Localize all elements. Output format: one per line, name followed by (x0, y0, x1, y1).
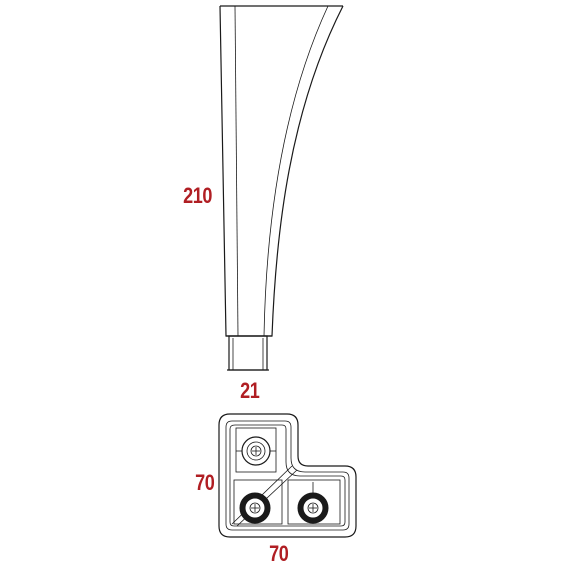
plate-depth-label: 70 (195, 470, 215, 495)
plate-width-label: 70 (269, 541, 289, 566)
tip-diameter-label: 21 (240, 378, 260, 403)
screw-hole-top (236, 436, 276, 466)
screw-hole-right (297, 482, 329, 524)
leg-height-label: 210 (183, 183, 213, 208)
screw-hole-bottom-left (239, 492, 271, 524)
mounting-plate-top-view (218, 413, 357, 538)
leg-side-view (219, 5, 344, 371)
